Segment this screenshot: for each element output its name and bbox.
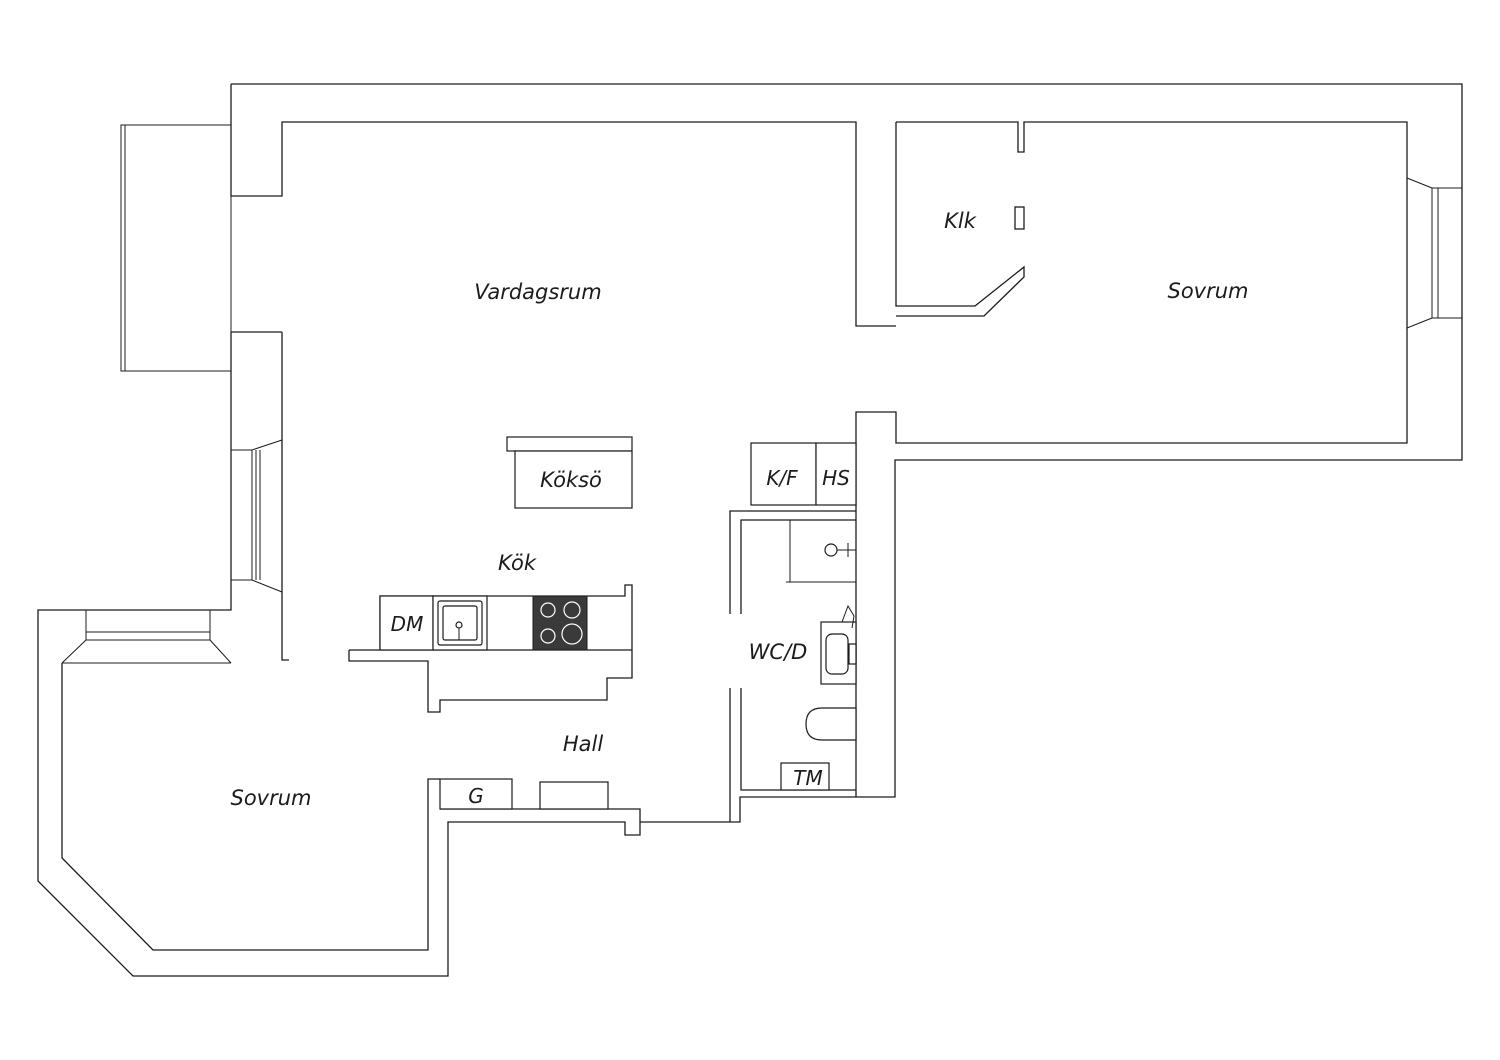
closet-post [1014,206,1025,230]
label-hs: HS [822,466,850,490]
windows [61,124,1462,664]
window-right [1406,177,1462,329]
bathroom-fixtures [780,519,857,791]
wardrobe-g [439,778,513,810]
kitchen-island-body [514,450,633,509]
label-dm: DM [391,612,424,636]
dishwasher [379,595,434,651]
wardrobe-hs [815,442,857,506]
label-wcd: WC/D [749,640,808,664]
label-klk: Klk [944,209,977,233]
closet-wall [895,122,1025,317]
label-kok: Kök [498,551,537,575]
label-sovrum-left: Sovrum [230,786,311,810]
balcony [120,124,232,372]
label-vardagsrum: Vardagsrum [474,280,601,304]
label-kf: K/F [766,466,798,490]
label-hall: Hall [563,732,603,756]
bathroom-wall [729,510,856,614]
hall-cabinet [539,781,609,810]
shower [786,519,856,583]
label-koksö: Köksö [540,468,602,492]
label-g: G [468,784,484,808]
labels: Vardagsrum Klk Sovrum Köksö Kök K/F HS D… [230,209,1248,810]
window-bay [61,609,232,664]
window-left [231,439,283,593]
hall-wall [440,808,641,822]
bedroom-left-inner-wall [61,663,440,951]
kitchen-island [506,436,633,452]
fridge [750,442,817,506]
washing-machine [780,762,830,791]
outer-wall [37,83,1463,977]
label-tm: TM [793,766,822,790]
living-inner-wall [281,332,289,661]
hall-fixtures [439,778,609,810]
kitchen-fixtures [348,436,857,713]
label-sovrum-right: Sovrum [1167,279,1248,303]
bedroom-right-inner-wall [855,121,1408,797]
toilet [805,707,857,741]
